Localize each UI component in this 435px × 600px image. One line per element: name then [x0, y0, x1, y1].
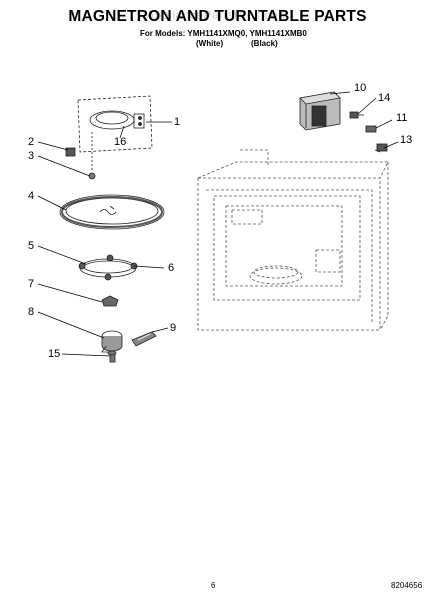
part-10-capacitor: [299, 91, 341, 131]
color-white-label: (White): [196, 39, 224, 48]
callout-4: 4: [28, 190, 35, 202]
callout-8: 8: [28, 306, 35, 318]
watermark: AppliancePartsPros.com: [146, 8, 289, 22]
callout-9: 9: [170, 322, 177, 334]
document-code: 8204656: [391, 581, 423, 590]
page-number: 6: [211, 581, 216, 590]
callout-7: 7: [28, 278, 35, 290]
part-11-clip: [365, 125, 377, 133]
callout-15: 15: [48, 348, 61, 360]
callout-6: 6: [168, 262, 175, 274]
page-title: MAGNETRON AND TURNTABLE PARTS: [68, 8, 367, 25]
magnetron-assembly: [77, 95, 153, 170]
part-3-screw: [88, 172, 96, 180]
callout-10: 10: [354, 82, 367, 94]
turntable-roller-support: [78, 254, 138, 281]
callout-11: 11: [396, 112, 408, 124]
callout-5: 5: [28, 240, 35, 252]
callout-3: 3: [28, 150, 35, 162]
models-line: For Models: YMH1141XMQ0, YMH1141XMB0: [140, 29, 307, 38]
microwave-cavity-outline: [197, 149, 389, 331]
part-9-connector: [131, 331, 157, 347]
callout-2: 2: [28, 136, 35, 148]
part-8-turntable-motor: [101, 330, 123, 353]
part-15-screw: [107, 350, 117, 363]
part-2-block: [65, 147, 76, 157]
part-14-screw: [349, 111, 364, 119]
color-black-label: (Black): [251, 39, 278, 48]
turntable-glass-tray: [59, 194, 165, 230]
callout-13: 13: [400, 134, 413, 146]
part-7-coupler: [101, 295, 119, 307]
part-13-screw: [374, 143, 388, 153]
callout-1: 1: [174, 116, 181, 128]
callout-leader-lines: [37, 91, 399, 357]
callout-16: 16: [114, 136, 127, 148]
callout-14: 14: [378, 92, 391, 104]
